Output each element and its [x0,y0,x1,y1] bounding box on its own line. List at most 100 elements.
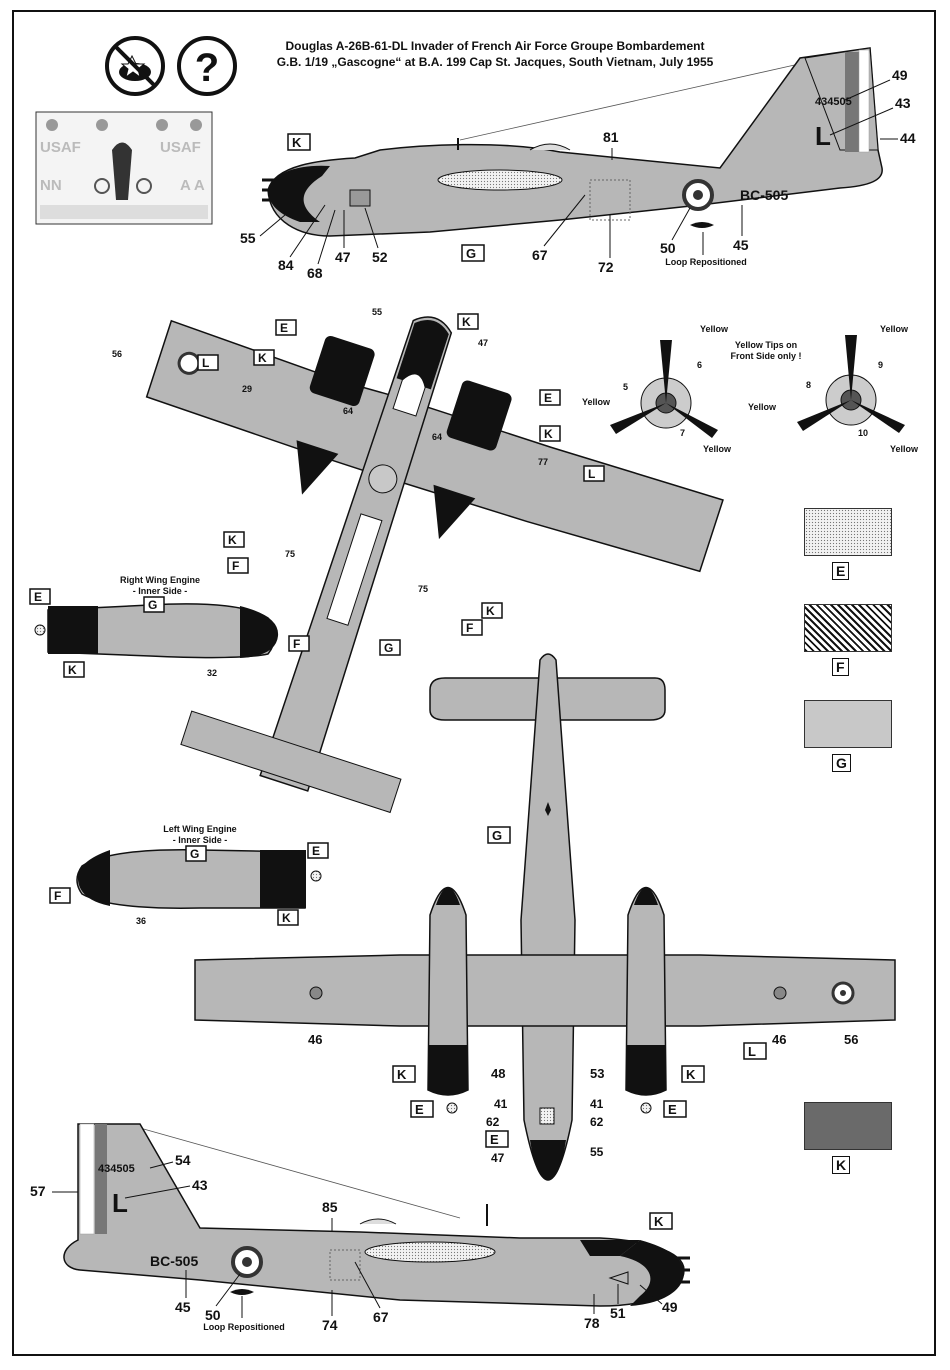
prop-right-yellow-bottom: Yellow [890,444,919,454]
side-bottom-callout-67: 67 [373,1309,389,1325]
top-tag-e-2: E [544,391,552,405]
tag-g-belly: G [466,246,476,261]
top-tag-l-1: L [202,356,209,370]
callout-55: 55 [240,230,256,246]
top-callout-55: 55 [372,307,382,317]
bottom-callout-56: 56 [844,1032,858,1047]
no-wet-decal-icon [105,36,165,96]
callout-43: 43 [895,95,911,111]
bottom-callout-46-b: 46 [772,1032,786,1047]
prop-left-part-5: 5 [623,382,628,392]
side-bottom-serial: 434505 [98,1163,135,1175]
left-engine-part-36: 36 [136,916,146,926]
top-callout-77: 77 [538,457,548,467]
side-top-callouts: 81 49 43 44 55 84 68 47 52 67 72 50 45 [240,67,916,281]
callout-52: 52 [372,249,388,265]
decal-aa: A A [180,177,205,194]
legend-code-g: G [832,754,851,772]
top-tag-g: G [384,641,393,655]
prop-right-part-8: 8 [806,380,811,390]
legend-code-k: K [832,1156,851,1174]
bottom-callout-53: 53 [590,1066,604,1081]
callout-68: 68 [307,265,323,281]
right-engine-title: Right Wing Engine [120,575,200,585]
prop-right-yellow-left: Yellow [748,402,777,412]
top-callout-64-a: 64 [343,406,353,416]
title-line-2: G.B. 1/19 „Gascogne“ at B.A. 199 Cap St.… [276,55,714,69]
question-mark-icon: ? [177,36,237,96]
tag-k-nose: K [292,135,302,150]
callout-67: 67 [532,247,548,263]
prop-left-part-6: 6 [697,360,702,370]
right-engine-tag-g: G [148,598,157,612]
right-engine-tag-e: E [34,590,42,604]
top-tag-k-4: K [228,533,237,547]
top-tag-f-1: F [232,559,239,573]
bottom-callout-62-a: 62 [486,1115,500,1129]
left-engine-inner-view: Left Wing Engine - Inner Side - 36 G E F… [49,824,329,926]
side-top-code-tags: K G [287,133,485,262]
side-view-left: BC-505 434505 L [63,1123,690,1307]
left-engine-title: Left Wing Engine [163,824,236,834]
side-bottom-callout-51: 51 [610,1305,626,1321]
swatch-f-hatched [804,604,892,652]
side-bottom-callout-85: 85 [322,1199,338,1215]
legend-code-e: E [832,562,850,580]
left-engine-tag-f: F [54,889,61,903]
top-tag-k-3: K [544,427,553,441]
prop-left-part-7: 7 [680,428,685,438]
bottom-callout-62-b: 62 [590,1115,604,1129]
right-engine-subtitle: - Inner Side - [133,586,188,596]
bottom-callout-48: 48 [491,1066,505,1081]
left-engine-subtitle: - Inner Side - [173,835,228,845]
bottom-tag-l: L [748,1044,756,1059]
swatch-g-light-grey [804,700,892,748]
callout-44: 44 [900,130,916,146]
side-bottom-callout-43: 43 [192,1177,208,1193]
right-engine-part-32: 32 [207,668,217,678]
top-view-callouts: 55 47 56 29 64 64 77 75 75 [112,307,548,594]
prop-left-yellow-bottom: Yellow [703,444,732,454]
bottom-tag-k-right: K [686,1067,696,1082]
left-engine-tag-g: G [190,847,199,861]
right-engine-inner-view: Right Wing Engine - Inner Side - 32 E G … [29,575,310,678]
callout-49: 49 [892,67,908,83]
side-bottom-tag-k: K [654,1214,664,1229]
bottom-tag-e-left: E [415,1102,424,1117]
bottom-tag-k-left: K [397,1067,407,1082]
side-bottom-callout-45: 45 [175,1299,191,1315]
bottom-callout-41-a: 41 [494,1097,508,1111]
callout-84: 84 [278,257,294,273]
prop-right-part-9: 9 [878,360,883,370]
top-callout-64-b: 64 [432,432,442,442]
side-bottom-callout-49: 49 [662,1299,678,1315]
propeller-right-engine: Yellow Yellow Yellow 8 9 10 [748,324,919,454]
bottom-callout-55: 55 [590,1145,604,1159]
prop-right-yellow-top: Yellow [880,324,909,334]
prop-left-yellow-left: Yellow [582,397,611,407]
bottom-view-code-tags: G K K E E E L [392,826,767,1148]
top-callout-75-a: 75 [285,549,295,559]
top-view-code-tags: E K L K E K L K F K F G [197,313,605,656]
side-top-serial: 434505 [815,96,852,108]
page-title: Douglas A-26B-61-DL Invader of French Ai… [150,38,840,70]
side-bottom-callout-54: 54 [175,1152,191,1168]
decal-usaf-left: USAF [40,139,81,156]
side-bottom-callout-50: 50 [205,1307,221,1323]
side-bottom-loop-note: Loop Repositioned [203,1322,285,1332]
svg-text:?: ? [195,46,219,90]
title-line-1: Douglas A-26B-61-DL Invader of French Ai… [285,39,705,53]
side-top-loop-note: Loop Repositioned [665,257,747,267]
callout-47: 47 [335,249,351,265]
top-callout-47: 47 [478,338,488,348]
top-callout-56: 56 [112,349,122,359]
left-engine-tag-k: K [282,911,291,925]
bottom-callout-46-a: 46 [308,1032,322,1047]
side-bottom-callout-78: 78 [584,1315,600,1331]
bottom-view-callouts: 46 46 56 48 53 41 41 62 62 47 55 [308,1032,858,1165]
top-tag-k-1: K [258,351,267,365]
top-view [145,316,724,814]
side-top-code: BC-505 [740,187,788,203]
